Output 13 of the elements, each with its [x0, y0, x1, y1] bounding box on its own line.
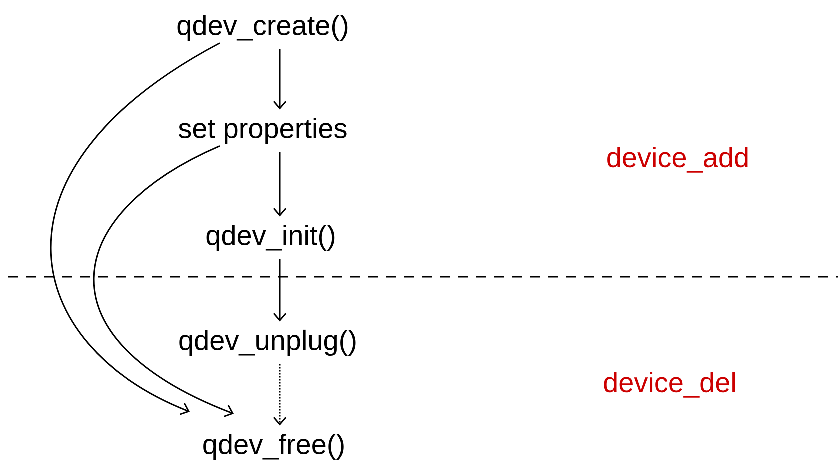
- phase-label: device_del: [604, 372, 736, 398]
- arrow: [273, 49, 287, 110]
- curved-arrow: [93, 146, 234, 418]
- arrow: [273, 259, 287, 322]
- function-label: set properties: [176, 116, 350, 146]
- arrow: [273, 152, 287, 217]
- function-label: qdev_free(): [200, 432, 348, 462]
- phase-label: device_add: [608, 147, 748, 173]
- curved-arrow: [50, 42, 220, 416]
- arrow: [273, 364, 287, 426]
- function-label: qdev_init(): [204, 222, 338, 254]
- function-label: qdev_create(): [174, 12, 352, 44]
- function-label: qdev_unplug(): [176, 328, 360, 358]
